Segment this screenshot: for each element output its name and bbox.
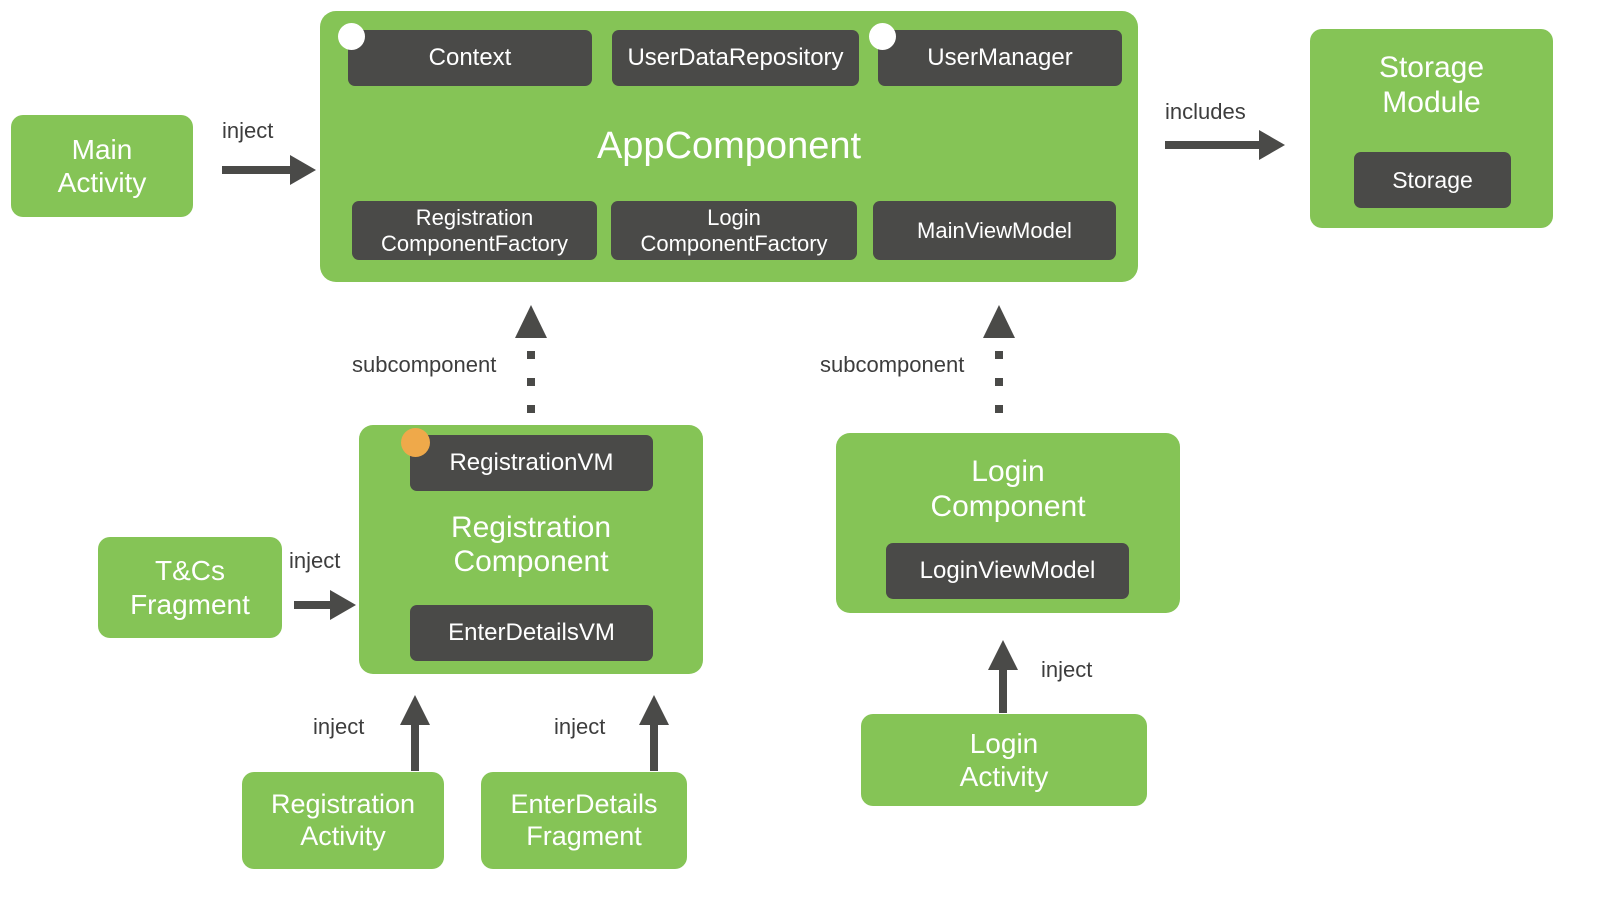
binding-loginviewmodel-label: LoginViewModel: [919, 557, 1096, 585]
node-registration-activity[interactable]: Registration Activity: [242, 772, 444, 869]
binding-mainviewmodel-label: MainViewModel: [917, 217, 1072, 243]
edge-label-inject-login-activity: inject: [1041, 657, 1093, 682]
binding-registrationvm-label: RegistrationVM: [449, 449, 614, 477]
binding-logincomponentfactory-label: Login ComponentFactory: [640, 205, 828, 256]
edge-label-inject-registration-activity: inject: [313, 714, 365, 739]
binding-context-label: Context: [428, 44, 512, 72]
binding-usermanager[interactable]: UserManager: [878, 30, 1122, 86]
binding-registrationcomponentfactory[interactable]: Registration ComponentFactory: [352, 201, 597, 260]
node-storage-module-title: Storage Module: [1378, 51, 1485, 119]
node-app-component-title-label: AppComponent: [596, 125, 862, 168]
node-enterdetails-fragment[interactable]: EnterDetails Fragment: [481, 772, 687, 869]
node-enterdetails-fragment-label: EnterDetails Fragment: [510, 788, 658, 851]
node-registration-component-title: Registration Component: [359, 505, 703, 585]
edge-label-inject-tcs-fragment: inject: [289, 548, 341, 573]
edge-label-inject-main-activity: inject: [222, 118, 274, 143]
binding-enterdetailsvm[interactable]: EnterDetailsVM: [410, 605, 653, 661]
binding-context[interactable]: Context: [348, 30, 592, 86]
scope-dot-usermanager-icon: [869, 23, 896, 50]
binding-logincomponentfactory[interactable]: Login ComponentFactory: [611, 201, 857, 260]
node-login-activity[interactable]: Login Activity: [861, 714, 1147, 806]
binding-userdatarepository[interactable]: UserDataRepository: [612, 30, 859, 86]
node-main-activity[interactable]: Main Activity: [11, 115, 193, 217]
binding-enterdetailsvm-label: EnterDetailsVM: [448, 619, 615, 647]
binding-registrationvm[interactable]: RegistrationVM: [410, 435, 653, 491]
binding-storage-label: Storage: [1392, 166, 1473, 193]
binding-usermanager-label: UserManager: [927, 44, 1073, 72]
node-app-component-title: AppComponent: [320, 115, 1138, 179]
node-registration-component-title-label: Registration Component: [450, 510, 612, 579]
edge-label-subcomponent-login: subcomponent: [820, 352, 965, 377]
scope-dot-context-icon: [338, 23, 365, 50]
node-storage-module[interactable]: Storage Module: [1310, 29, 1553, 228]
node-registration-activity-label: Registration Activity: [270, 788, 416, 851]
node-main-activity-label: Main Activity: [57, 133, 147, 198]
binding-loginviewmodel[interactable]: LoginViewModel: [886, 543, 1129, 599]
edge-label-includes: includes: [1165, 99, 1246, 124]
binding-registrationcomponentfactory-label: Registration ComponentFactory: [380, 205, 569, 256]
node-tcs-fragment-label: T&Cs Fragment: [130, 555, 250, 620]
edge-label-inject-enterdetails-fragment: inject: [554, 714, 606, 739]
node-login-component-title: Login Component: [930, 455, 1086, 523]
binding-mainviewmodel[interactable]: MainViewModel: [873, 201, 1116, 260]
binding-userdatarepository-label: UserDataRepository: [627, 44, 844, 72]
node-tcs-fragment[interactable]: T&Cs Fragment: [98, 537, 282, 638]
scope-dot-registrationvm-icon: [401, 428, 430, 457]
binding-storage[interactable]: Storage: [1354, 152, 1511, 208]
edge-label-subcomponent-registration: subcomponent: [352, 352, 497, 377]
node-login-activity-label: Login Activity: [959, 727, 1049, 792]
